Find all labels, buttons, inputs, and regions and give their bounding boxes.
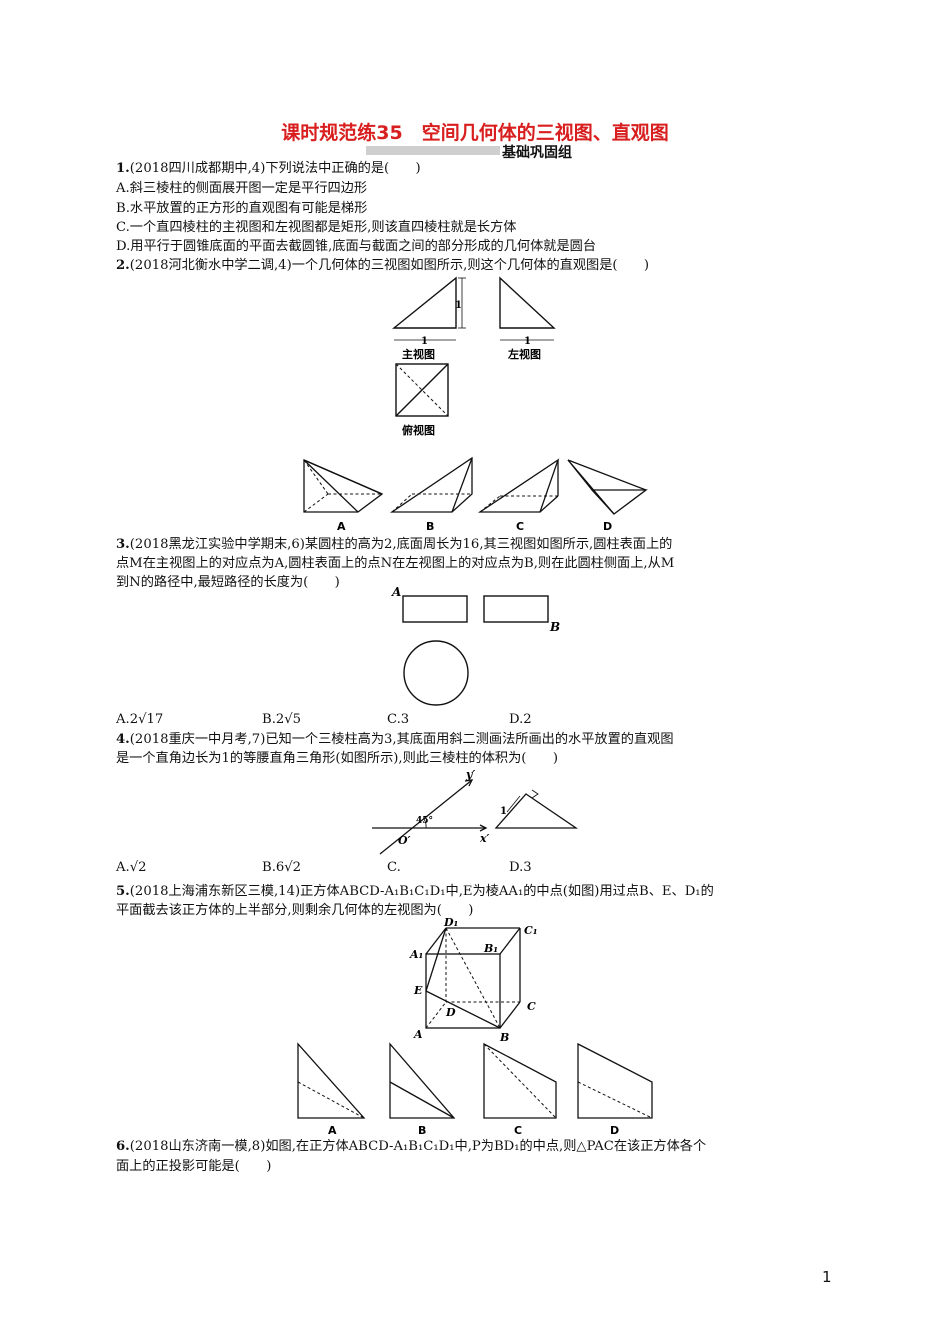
q3-point-a-label: A [391,585,401,599]
q4-right-triangle [494,793,579,829]
q4-axis-y-label: y′ [465,768,475,781]
q5-vertex-c: C [527,1000,536,1013]
q2-option-c-label: C [516,520,524,533]
q4-stem-1: (2018重庆一中月考,7)已知一个三棱柱高为3,其底面用斜二测画法所画出的水平… [129,732,674,747]
q2-front-height-label: 1 [455,300,462,311]
q2-side-width-label: 1 [524,336,531,347]
q2-option-b-label: B [426,520,434,533]
q2-side-view-label: 左视图 [507,347,541,361]
q2-option-c-shape [477,458,560,513]
q2-options-figure: A B C D [303,456,648,533]
q5-line-1: 5.(2018上海浦东新区三模,14)正方体ABCD-A₁B₁C₁D₁中,E为棱… [116,883,714,901]
q5-vertex-c1: C₁ [524,924,538,937]
q1-stem-line: 1.(2018四川成都期中,4)下列说法中正确的是( ) [116,160,421,178]
q3-front-view [402,595,468,623]
q3-point-b-label: B [549,620,560,634]
q5-vertex-b: B [499,1031,509,1044]
q2-option-d-shape [567,459,648,515]
q6-line-2: 面上的正投影可能是( ) [116,1159,272,1174]
q2-option-a-shape [303,459,384,513]
q1-option-a: A.斜三棱柱的侧面展开图一定是平行四边形 [116,181,368,196]
page-number: 1 [822,1268,832,1286]
q5-option-a-shape [297,1042,366,1119]
q2-three-views-figure: 1 1 主视图 1 左视图 俯视图 [392,276,556,437]
q2-front-view [392,276,466,341]
q2-number: 2. [116,258,130,273]
q4-option-d: D.3 [509,860,532,875]
q5-option-c-shape [483,1042,557,1119]
page-title: 课时规范练35 空间几何体的三视图、直观图 [281,122,669,144]
q3-side-view [483,595,549,623]
q4-number: 4. [116,732,130,747]
q1-option-b: B.水平放置的正方形的直观图有可能是梯形 [116,201,368,216]
q5-option-c-label: C [514,1124,522,1137]
q3-stem-1: (2018黑龙江实验中学期末,6)某圆柱的高为2,底面周长为16,其三视图如图所… [129,537,673,552]
q3-option-b: B.2√5 [262,712,302,727]
q5-cube-figure: D₁ C₁ A₁ B₁ E D C A B [409,916,538,1044]
q3-line-3: 到N的路径中,最短路径的长度为( ) [116,575,340,590]
q2-front-view-label: 主视图 [402,347,435,361]
q5-vertex-a1: A₁ [409,948,423,961]
q5-vertex-d1: D₁ [443,916,458,929]
q2-option-a-label: A [337,520,346,533]
q4-option-b: B.6√2 [262,860,302,875]
q5-option-a-label: A [328,1124,337,1137]
q5-option-b-label: B [418,1124,426,1137]
q4-option-c: C. [387,860,401,875]
q2-stem: (2018河北衡水中学二调,4)一个几何体的三视图如图所示,则这个几何体的直观图… [129,258,650,273]
q4-line-1: 4.(2018重庆一中月考,7)已知一个三棱柱高为3,其底面用斜二测画法所画出的… [116,731,674,749]
q4-option-a: A.√2 [116,860,147,875]
q5-number: 5. [116,884,130,899]
q1-number: 1. [116,161,130,176]
q4-line-2: 是一个直角边长为1的等腰直角三角形(如图所示),则此三棱柱的体积为( ) [116,751,558,766]
q3-option-d: D.2 [509,712,532,727]
q3-line-1: 3.(2018黑龙江实验中学期末,6)某圆柱的高为2,底面周长为16,其三视图如… [116,536,672,554]
q2-top-view-label: 俯视图 [402,423,435,437]
q2-side-view [499,276,556,341]
q5-vertex-a: A [413,1028,423,1041]
q6-line-1: 6.(2018山东济南一模,8)如图,在正方体ABCD-A₁B₁C₁D₁中,P为… [116,1138,706,1156]
section-subtitle: 基础巩固组 [502,145,572,161]
q4-origin-label: O′ [398,834,411,847]
q3-three-views-figure: A B [391,585,560,706]
q5-vertex-e: E [413,984,423,997]
q4-oblique-axes-figure: y′ x′ O′ 45° 1 [372,768,579,855]
q2-stem-line: 2.(2018河北衡水中学二调,4)一个几何体的三视图如图所示,则这个几何体的直… [116,257,649,275]
q3-number: 3. [116,537,130,552]
q6-stem-1: (2018山东济南一模,8)如图,在正方体ABCD-A₁B₁C₁D₁中,P为BD… [129,1139,707,1154]
q1-option-c: C.一个直四棱柱的主视图和左视图都是矩形,则该直四棱柱就是长方体 [116,220,517,235]
q2-top-view [395,363,449,417]
q5-line-2: 平面截去该正方体的上半部分,则剩余几何体的左视图为( ) [116,903,474,918]
q1-stem: (2018四川成都期中,4)下列说法中正确的是( ) [129,161,421,176]
q2-option-d-label: D [603,520,612,533]
q3-option-a: A.2√17 [116,712,164,727]
subtitle-bar [366,146,500,155]
q1-option-d: D.用平行于圆锥底面的平面去截圆锥,底面与截面之间的部分形成的几何体就是圆台 [116,239,597,254]
q6-number: 6. [116,1139,130,1154]
q4-axis-x-label: x′ [479,832,490,845]
q3-line-2: 点M在主视图上的对应点为A,圆柱表面上的点N在左视图上的对应点为B,则在此圆柱侧… [116,556,675,571]
q3-top-view [403,640,469,706]
q5-option-b-shape [389,1042,456,1119]
q5-vertex-b1: B₁ [483,942,498,955]
q5-option-d-label: D [610,1124,619,1137]
q2-option-b-shape [389,456,473,513]
q2-front-width-label: 1 [421,336,428,347]
q3-option-c: C.3 [387,712,410,727]
q5-vertex-d: D [445,1006,456,1019]
q5-option-d-shape [577,1042,653,1119]
q4-angle-label: 45° [416,816,433,826]
q5-stem-1: (2018上海浦东新区三模,14)正方体ABCD-A₁B₁C₁D₁中,E为棱AA… [129,884,714,899]
q5-options-figure: A B C D [297,1042,653,1137]
q4-side-label: 1 [500,806,507,817]
